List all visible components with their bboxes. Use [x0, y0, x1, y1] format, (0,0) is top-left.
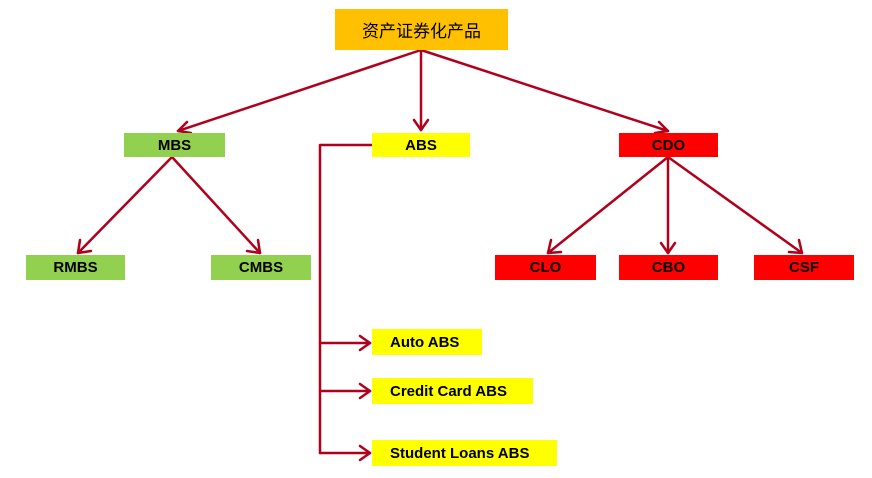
rmbs-node: RMBS [26, 255, 125, 280]
arrowhead-abs-to-auto [358, 334, 372, 352]
csf-node: CSF [754, 255, 854, 280]
arrowhead-cdo-to-clo [546, 238, 563, 255]
abs-node: ABS [372, 133, 470, 157]
mbs-node: MBS [124, 133, 225, 157]
arrow-mbs-to-rmbs [76, 155, 174, 255]
arrow-root-to-mbs [176, 48, 423, 133]
clo-node: CLO [495, 255, 596, 280]
arrow-root-to-cdo [419, 48, 670, 133]
arrowhead-abs-to-credit-card [358, 382, 372, 400]
arrowhead-root-to-cdo [653, 120, 670, 135]
cdo-node: CDO [619, 133, 718, 157]
arrowhead-root-to-abs [412, 118, 430, 132]
arrow-cdo-to-csf [666, 155, 804, 255]
arrow-cdo-to-clo [546, 155, 670, 255]
student-loans-abs-node: Student Loans ABS [372, 440, 557, 466]
cbo-node: CBO [619, 255, 718, 280]
abs-bracket-line [318, 143, 374, 455]
arrowhead-mbs-to-cmbs [245, 238, 262, 255]
auto-abs-node: Auto ABS [372, 329, 482, 355]
arrowhead-mbs-to-rmbs [76, 238, 93, 255]
cmbs-node: CMBS [211, 255, 311, 280]
arrowhead-root-to-mbs [176, 120, 193, 135]
arrowhead-cdo-to-cbo [659, 241, 677, 255]
arrowhead-cdo-to-csf [787, 238, 804, 255]
arrowhead-abs-to-student-loans [358, 444, 372, 462]
root-node: 资产证券化产品 [335, 9, 508, 50]
credit-card-abs-node: Credit Card ABS [372, 378, 533, 404]
arrow-mbs-to-cmbs [170, 155, 262, 255]
connectors [76, 48, 804, 462]
